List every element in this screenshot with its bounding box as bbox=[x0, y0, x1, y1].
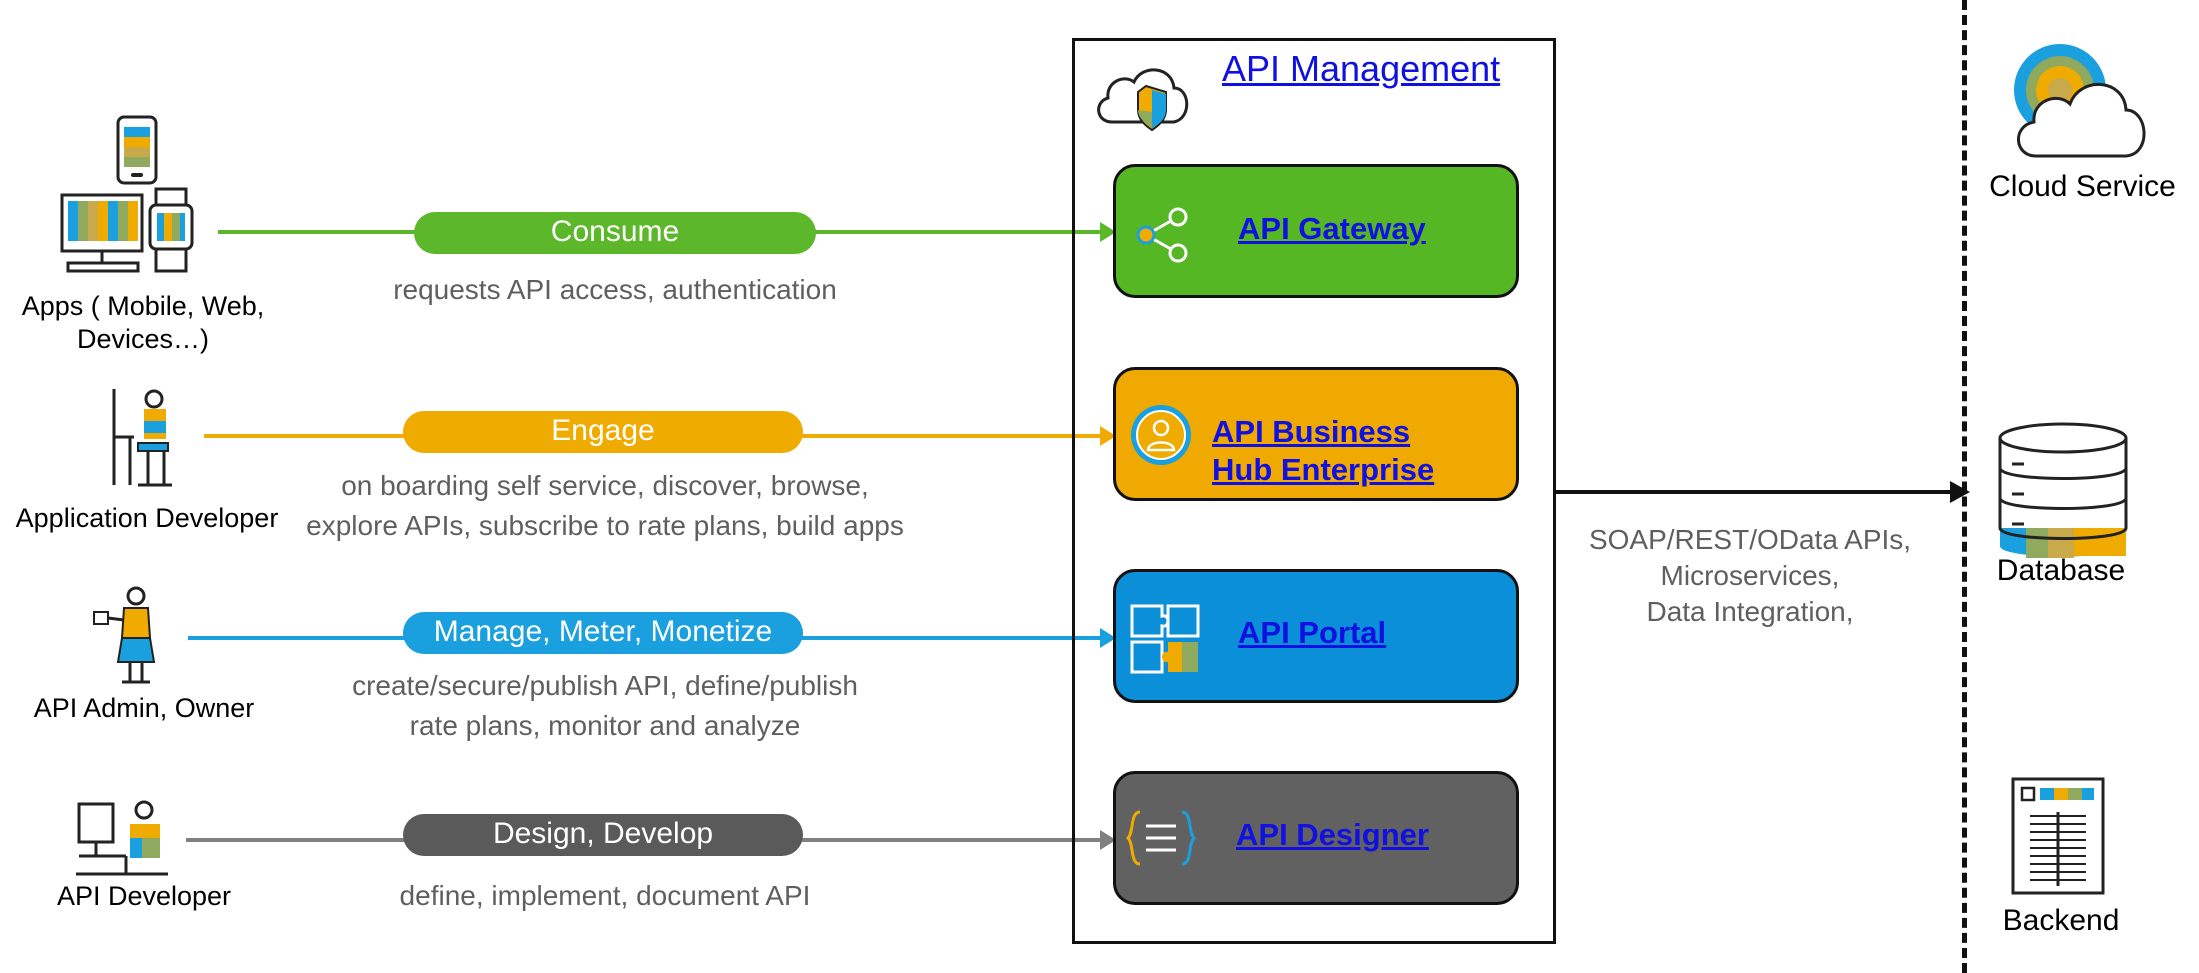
actor-label-api-developer: API Developer bbox=[56, 881, 232, 911]
flow-pill-engage: Engage bbox=[403, 411, 803, 453]
admin-person-icon bbox=[93, 586, 156, 684]
design-arrow-head bbox=[1100, 830, 1116, 850]
cloud-shield-icon bbox=[1097, 68, 1189, 132]
developer-workstation-icon bbox=[76, 800, 168, 876]
database-icon bbox=[1998, 422, 2128, 558]
flow-pill-consume: Consume bbox=[414, 212, 816, 254]
integration-arrow-line bbox=[1556, 490, 1956, 494]
flow-pill-design: Design, Develop bbox=[403, 814, 803, 856]
api-business-hub-link[interactable]: API Business Hub Enterprise bbox=[1212, 414, 1435, 487]
service-box-api-designer bbox=[1113, 771, 1519, 905]
puzzle-icon bbox=[1130, 604, 1200, 674]
cloud-icon bbox=[2014, 44, 2146, 158]
server-icon bbox=[2011, 777, 2105, 895]
cloud-service-label: Cloud Service bbox=[1989, 170, 2176, 203]
flow-pill-manage: Manage, Meter, Monetize bbox=[403, 612, 803, 654]
cloud-boundary-divider bbox=[1962, 0, 1967, 973]
flow-description-design: define, implement, document API bbox=[399, 880, 811, 911]
api-management-title[interactable]: API Management bbox=[1222, 48, 1501, 89]
actor-label-application-developer: Application Developer bbox=[15, 503, 279, 533]
consume-arrow-head bbox=[1100, 222, 1116, 242]
integration-arrow-head bbox=[1950, 481, 1970, 503]
api-portal-link[interactable]: API Portal bbox=[1238, 615, 1387, 650]
devices-icon bbox=[60, 115, 194, 273]
person-circle-icon bbox=[1131, 405, 1191, 465]
code-brackets-icon bbox=[1126, 810, 1196, 866]
database-label: Database bbox=[1996, 554, 2126, 587]
flow-description-manage: create/secure/publish API, define/publis… bbox=[352, 670, 858, 741]
flow-description-engage: on boarding self service, discover, brow… bbox=[306, 470, 904, 541]
backend-label: Backend bbox=[2002, 904, 2120, 937]
service-box-api-gateway bbox=[1113, 164, 1519, 298]
actor-label-api-admin: API Admin, Owner bbox=[33, 693, 255, 723]
developer-at-desk-icon bbox=[112, 389, 172, 487]
integration-description: SOAP/REST/OData APIs, Microservices, Dat… bbox=[1588, 524, 1912, 627]
api-designer-link[interactable]: API Designer bbox=[1236, 817, 1429, 852]
flow-description-consume: requests API access, authentication bbox=[393, 274, 837, 305]
manage-arrow-head bbox=[1100, 628, 1116, 648]
api-management-container bbox=[1072, 38, 1556, 944]
actor-label-apps: Apps ( Mobile, Web, Devices…) bbox=[21, 291, 265, 354]
engage-arrow-head bbox=[1100, 426, 1116, 446]
share-icon bbox=[1136, 207, 1188, 263]
api-gateway-link[interactable]: API Gateway bbox=[1238, 211, 1426, 246]
